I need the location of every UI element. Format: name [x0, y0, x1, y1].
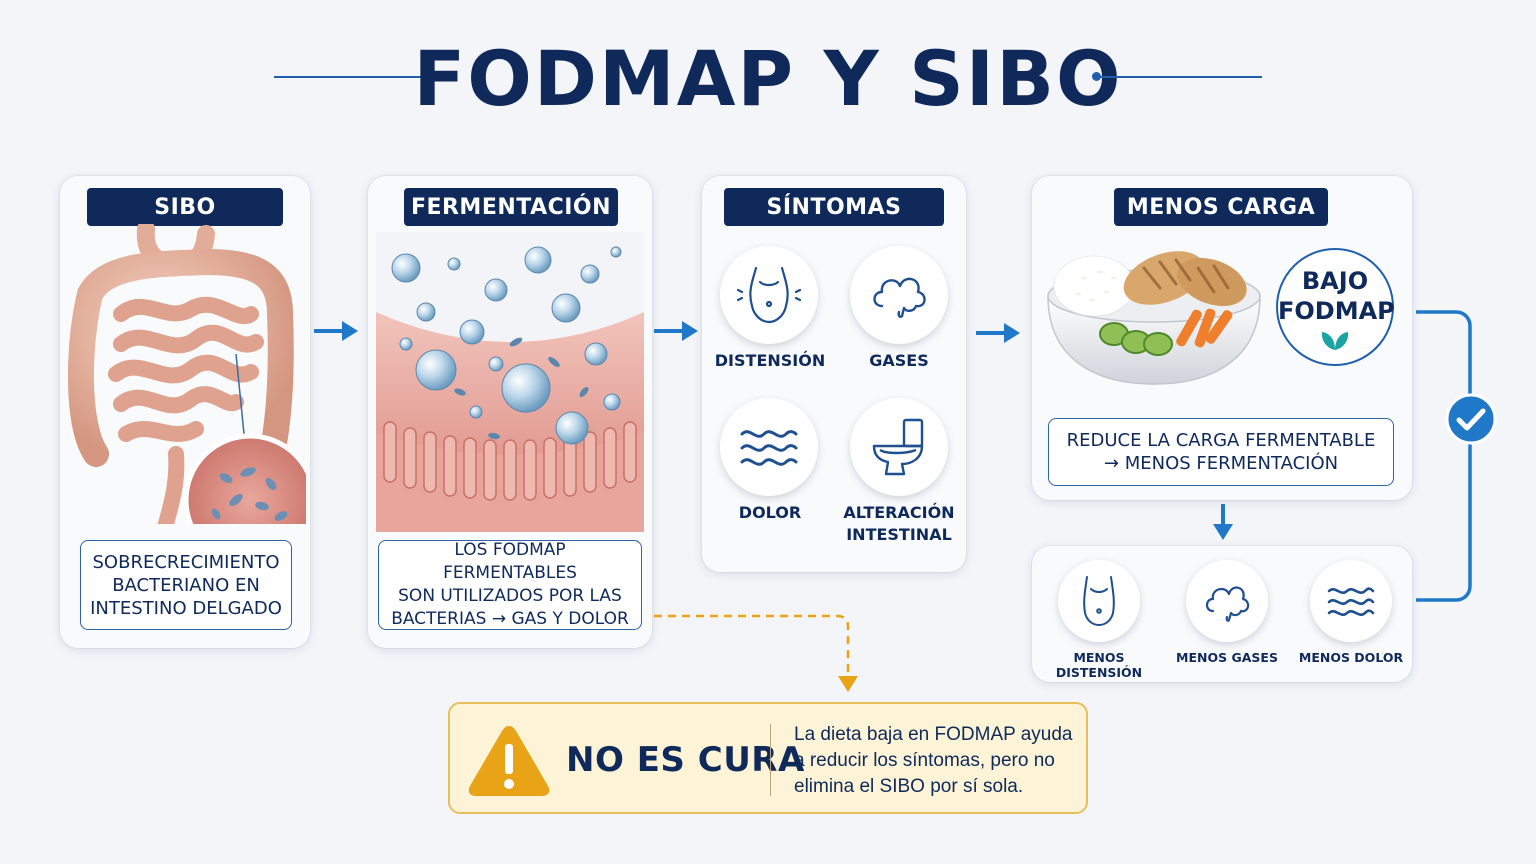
results-panel: MENOS DISTENSIÓN MENOS GASES MENOS DOLOR [1032, 546, 1412, 682]
arrow-down-icon [1213, 504, 1233, 540]
symptoms-label: SÍNTOMAS [724, 188, 944, 226]
leaf-icon [1321, 332, 1349, 350]
low-fodmap-badge: BAJO FODMAP [1276, 248, 1395, 366]
less-load-label: MENOS CARGA [1114, 188, 1328, 226]
caption-line: REDUCE LA CARGA FERMENTABLE [1066, 430, 1376, 451]
waves-icon [1310, 560, 1392, 642]
badge-line: BAJO [1301, 267, 1369, 295]
flat-belly-icon [1058, 560, 1140, 642]
warning-text-line: La dieta baja en FODMAP ayuda [794, 724, 1073, 745]
symptoms-panel: SÍNTOMAS DISTENSIÓN GASES DOLOR [702, 176, 966, 572]
less-load-panel: MENOS CARGA [1032, 176, 1412, 500]
symptom-label: GASES [869, 351, 929, 370]
sibo-label: SIBO [87, 188, 283, 226]
caption-line: SON UTILIZADOS POR LAS [398, 586, 622, 606]
fermentation-panel: FERMENTACIÓN [368, 176, 652, 648]
check-circle-icon [1445, 393, 1497, 445]
symptom-label: DISTENSIÓN [714, 351, 826, 370]
arrow-right-icon [654, 321, 698, 341]
result-bracket [1416, 310, 1472, 602]
symptom-label-line: ALTERACIÓN [843, 503, 955, 522]
caption-line: BACTERIANO EN [112, 574, 260, 596]
less-load-caption: REDUCE LA CARGA FERMENTABLE → MENOS FERM… [1048, 418, 1394, 486]
symptom-label: ALTERACIÓN INTESTINAL [824, 502, 974, 546]
caption-line: INTESTINO DELGADO [90, 597, 282, 619]
caption-line: LOS FODMAP FERMENTABLES [443, 540, 577, 583]
fermentation-caption: LOS FODMAP FERMENTABLES SON UTILIZADOS P… [378, 540, 642, 630]
symptom-label: DOLOR [738, 503, 802, 522]
gas-cloud-icon [850, 246, 948, 344]
small-gas-cloud-icon [1186, 560, 1268, 642]
sibo-caption: SOBRECRECIMIENTO BACTERIANO EN INTESTINO… [80, 540, 292, 630]
warning-title: NO ES CURA [566, 740, 805, 780]
warning-text-line: a reducir los síntomas, pero no [794, 750, 1055, 771]
symptom-label-line: INTESTINAL [846, 525, 952, 544]
dashed-connector [654, 614, 858, 692]
warning-triangle-icon [468, 726, 550, 796]
caption-line: BACTERIAS → GAS Y DOLOR [391, 609, 629, 629]
result-label: MENOS GASES [1176, 650, 1278, 665]
caption-line: SOBRECRECIMIENTO [92, 551, 280, 573]
low-fodmap-meal-illustration [1047, 251, 1261, 385]
warning-divider [770, 724, 771, 796]
result-label: MENOS DISTENSIÓN [1055, 650, 1143, 680]
fermentation-label: FERMENTACIÓN [404, 188, 618, 226]
badge-line: FODMAP [1278, 297, 1395, 325]
warning-box: NO ES CURA La dieta baja en FODMAP ayuda… [448, 702, 1088, 814]
title-dot-left [435, 72, 444, 81]
title-line-right [1096, 76, 1262, 78]
title-line-left [274, 76, 440, 78]
gut-wall-bubbles-illustration [376, 232, 644, 532]
intestine-illustration [67, 224, 306, 524]
result-label: MENOS DOLOR [1298, 650, 1404, 665]
sibo-panel: SIBO [60, 176, 310, 648]
page-title: FODMAP Y SIBO [413, 34, 1123, 123]
arrow-right-icon [314, 321, 358, 341]
bloated-belly-icon [720, 246, 818, 344]
arrow-right-icon [976, 323, 1020, 343]
warning-text-line: elimina el SIBO por sí sola. [794, 776, 1024, 797]
warning-text: La dieta baja en FODMAP ayuda a reducir … [794, 722, 1084, 800]
pain-waves-icon [720, 398, 818, 496]
caption-line: → MENOS FERMENTACIÓN [1103, 453, 1339, 474]
toilet-icon [850, 398, 948, 496]
